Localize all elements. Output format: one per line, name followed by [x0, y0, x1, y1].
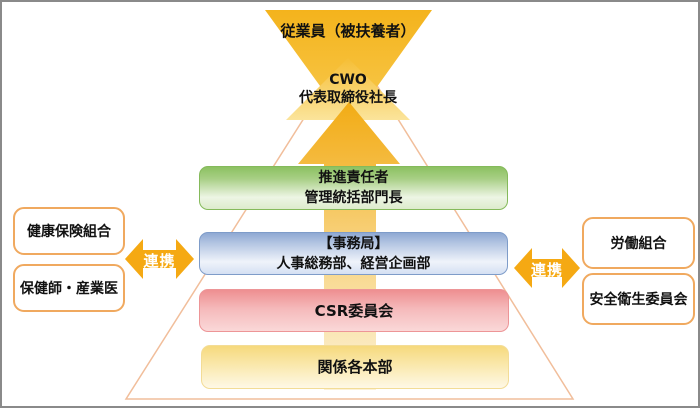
secretariat-bar: 【事務局】 人事総務部、経営企画部 — [199, 232, 508, 275]
nurse-physician-box: 保健師・産業医 — [13, 264, 125, 312]
cwo-title: CWO — [329, 72, 367, 88]
safety-committee-box: 安全衛生委員会 — [582, 273, 695, 325]
right-link-label: 連携 — [530, 261, 563, 279]
secretariat-line2: 人事総務部、経営企画部 — [276, 255, 431, 272]
csr-committee-bar: CSR委員会 — [199, 289, 509, 332]
promotion-manager-bar: 推進責任者 管理統括部門長 — [199, 166, 508, 210]
cwo-triangle — [286, 58, 410, 120]
health-insurance-label: 健康保険組合 — [27, 224, 111, 240]
labor-union-box: 労働組合 — [582, 217, 695, 269]
nurse-physician-label: 保健師・産業医 — [20, 281, 118, 297]
employee-label: 従業員（被扶養者） — [280, 22, 416, 40]
pyramid-outline — [124, 42, 575, 400]
health-insurance-box: 健康保険組合 — [13, 207, 125, 255]
safety-committee-label: 安全衛生委員会 — [589, 292, 688, 308]
csr-committee-label: CSR委員会 — [314, 301, 394, 320]
cwo-subtitle: 代表取締役社長 — [299, 90, 397, 106]
related-divisions-bar: 関係各本部 — [201, 345, 509, 389]
left-link-double-arrow-icon — [125, 239, 194, 279]
labor-union-label: 労働組合 — [610, 236, 667, 252]
related-divisions-label: 関係各本部 — [317, 358, 393, 376]
secretariat-line1: 【事務局】 — [318, 235, 389, 252]
cwo-label: CWO 代表取締役社長 — [248, 71, 448, 107]
left-link-label: 連携 — [143, 252, 176, 270]
promotion-manager-line1: 推進責任者 — [318, 170, 389, 186]
promotion-manager-line2: 管理統括部門長 — [304, 190, 403, 206]
right-link-double-arrow-icon — [514, 248, 580, 288]
